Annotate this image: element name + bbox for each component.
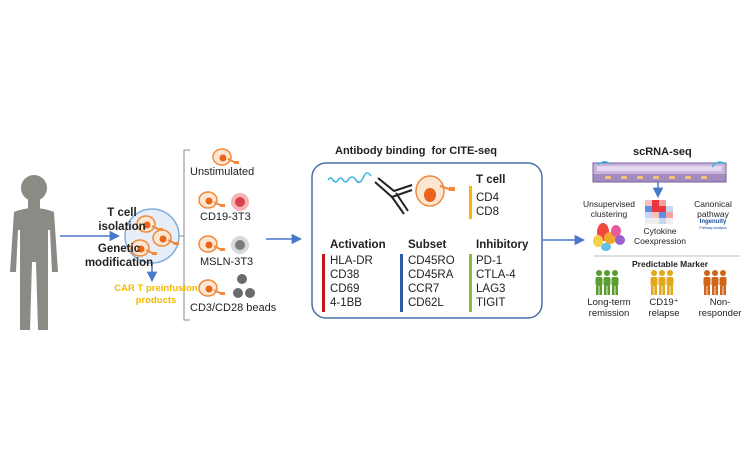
marker: 4-1BB (330, 297, 362, 309)
ingenuity-logo: Ingenuity (699, 219, 727, 225)
label-line: Canonical (694, 199, 732, 209)
clustering-label: Unsupervised clustering (580, 199, 638, 219)
label-line: Cytokine (643, 226, 677, 236)
step-label: T cell (107, 207, 137, 219)
marker: CD45RA (408, 269, 454, 281)
marker: TIGIT (476, 297, 506, 309)
outcome-cd19-relapse: CD19⁺ relapse (638, 297, 690, 319)
marker: CD38 (330, 269, 360, 281)
group-inhibitory-markers: PD-1 CTLA-4 LAG3 TIGIT (476, 254, 516, 310)
condition-msln-3t3: MSLN-3T3 (200, 256, 254, 268)
marker: PD-1 (476, 255, 503, 267)
outcome-line: Non- (709, 297, 731, 308)
marker: HLA-DR (330, 255, 373, 267)
marker: CD62L (408, 297, 444, 309)
marker: CTLA-4 (476, 269, 516, 281)
outcome-non-responder: Non- responder (692, 297, 748, 319)
group-tcell-markers: CD4 CD8 (476, 191, 499, 219)
ingenuity-subtitle: Pathway Analysis (699, 226, 727, 230)
cytokine-label: Cytokine Coexpression (630, 226, 690, 246)
cell-msln-icon (198, 235, 226, 253)
step-label: Genetic (97, 243, 141, 255)
clustering-plot-icon (593, 223, 625, 251)
outcome-line: remission (588, 308, 630, 319)
label-line: clustering (590, 209, 628, 219)
pathway-label: Canonical pathway Ingenuity Pathway Anal… (685, 199, 741, 230)
citeseq-tcell-icon (415, 175, 455, 207)
non-responder-icon (703, 270, 727, 295)
label-line: Unsupervised (583, 199, 635, 209)
step-label: modification (84, 257, 154, 269)
group-subset-markers: CD45RO CD45RA CCR7 CD62L (408, 254, 455, 310)
outcome-line: relapse (648, 308, 680, 319)
product-label-line: CAR T preinfusion (114, 283, 198, 294)
condition-unstimulated: Unstimulated (190, 166, 255, 178)
group-activation-title: Activation (330, 239, 386, 251)
outcome-line: CD19⁺ (649, 297, 679, 308)
group-subset-title: Subset (408, 239, 447, 251)
condition-cd3-cd28-beads: CD3/CD28 beads (190, 302, 277, 314)
marker: CCR7 (408, 283, 440, 295)
subset-bar (400, 254, 403, 312)
predictable-marker-title: Predictable Marker (632, 259, 709, 269)
marker: LAG3 (476, 283, 506, 295)
tcell-bar (469, 186, 472, 219)
group-tcell-title: T cell (476, 174, 506, 186)
scrna-title: scRNA-seq (633, 146, 692, 158)
human-silhouette-icon (10, 175, 58, 330)
group-activation-markers: HLA-DR CD38 CD69 4-1BB (330, 254, 373, 310)
marker: CD69 (330, 283, 360, 295)
cd19-relapse-icon (650, 270, 674, 295)
group-inhibitory-title: Inhibitory (476, 239, 529, 251)
marker: CD45RO (408, 255, 455, 267)
step-label: isolation (98, 221, 146, 233)
condition-cd19-3t3: CD19-3T3 (200, 211, 251, 223)
outcome-long-term-remission: Long-term remission (583, 297, 635, 319)
cd19-target-cell-icon (231, 193, 249, 211)
outcome-line: responder (698, 308, 742, 319)
marker: CD4 (476, 192, 500, 204)
citeseq-title: Antibody binding for CITE-seq (335, 145, 497, 157)
cell-cd19-icon (198, 191, 226, 209)
product-label-line: products (135, 295, 177, 306)
scrna-chip-icon (592, 161, 727, 183)
isolation-label: T cell isolation (92, 206, 152, 234)
activation-bar (322, 254, 325, 312)
antibody-icon (327, 172, 413, 215)
label-line: Coexpression (634, 236, 686, 246)
outcome-line: Long-term (587, 297, 631, 308)
label-line: pathway (697, 209, 729, 219)
msln-target-cell-icon (231, 236, 249, 254)
inhibitory-bar (469, 254, 472, 312)
long-term-remission-icon (595, 270, 619, 295)
modification-label: Genetic modification (74, 242, 164, 270)
conditions-bracket (183, 149, 190, 321)
beads-icon (233, 274, 255, 298)
cell-unstimulated-icon (212, 148, 240, 166)
marker: CD8 (476, 206, 500, 218)
car-t-products-label: CAR T preinfusion products (96, 283, 216, 307)
cytokine-heatmap-icon (645, 200, 673, 224)
